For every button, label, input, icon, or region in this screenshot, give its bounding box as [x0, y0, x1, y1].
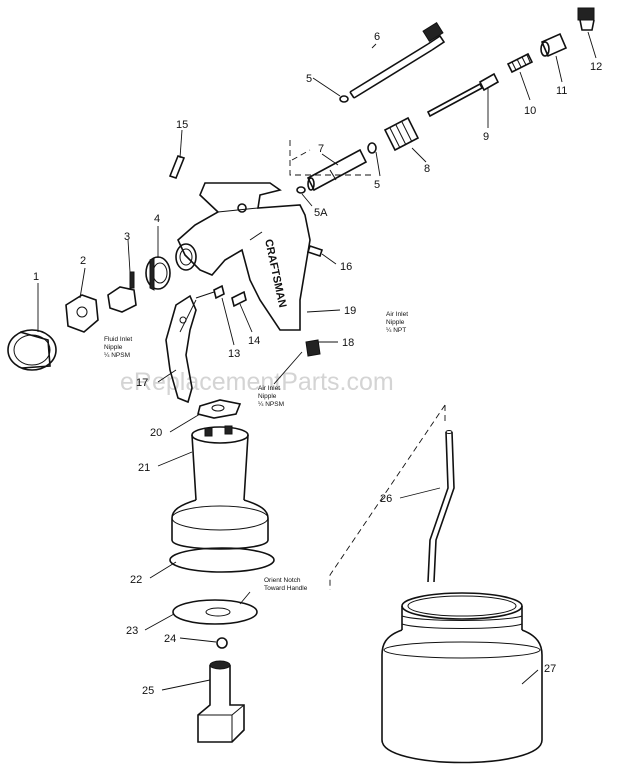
- callout-23: 23: [126, 625, 138, 637]
- callout-17: 17: [136, 377, 148, 389]
- leader-lines: [37, 31, 597, 691]
- callout-20: 20: [150, 427, 162, 439]
- assembly-guide-lines: [289, 140, 446, 590]
- callout-19: 19: [344, 305, 356, 317]
- note-line: Nipple: [258, 393, 277, 400]
- part-11-nut: [540, 32, 568, 58]
- handle-stamp: CRAFTSMAN: [262, 238, 288, 309]
- part-4-ring: [145, 256, 171, 291]
- part-12-knob: [577, 7, 595, 31]
- callout-21: 21: [138, 462, 150, 474]
- note-line: Fluid Inlet: [104, 336, 132, 343]
- part-18-air-nipple: [305, 339, 321, 357]
- part-15-pin: [168, 155, 186, 179]
- callout-8: 8: [424, 163, 430, 175]
- note-line: Toward Handle: [264, 585, 308, 592]
- watermark-text: eReplacementParts.com: [120, 368, 394, 396]
- part-27-jar: [381, 592, 543, 764]
- part-19-gun-body: CRAFTSMAN: [175, 182, 311, 331]
- part-1-air-cap-ring: [7, 329, 57, 371]
- note-line: Air Inlet: [258, 385, 280, 392]
- callout-labels: 1 2 3 4 5 6 7 5 5A 8 9 10 11 12 13 14 15…: [33, 31, 602, 697]
- part-2-air-nozzle: [65, 294, 99, 333]
- callout-9: 9: [483, 131, 489, 143]
- callout-6: 6: [374, 31, 380, 43]
- callout-7: 7: [318, 143, 324, 155]
- callout-15: 15: [176, 119, 188, 131]
- part-3-fluid-tip: [107, 271, 137, 313]
- callout-11: 11: [556, 85, 567, 97]
- part-7-valve-stem: [306, 148, 368, 192]
- part-26-pickup-tube: [427, 430, 455, 583]
- callout-22: 22: [130, 574, 142, 586]
- part-25-check-valve: [197, 660, 245, 743]
- part-20-gasket: [197, 399, 242, 419]
- callout-14: 14: [248, 335, 260, 347]
- callout-25: 25: [142, 685, 154, 697]
- fluid-inlet-note: Fluid Inlet Nipple ¼ NPSM: [104, 336, 132, 359]
- part-23-washer: [172, 599, 258, 625]
- part-8-sleeve: [383, 116, 420, 152]
- callout-27: 27: [544, 663, 556, 675]
- part-24-ball: [216, 637, 228, 649]
- callout-10: 10: [524, 105, 536, 117]
- callout-1: 1: [33, 271, 39, 283]
- callout-26: 26: [380, 493, 392, 505]
- callout-5a: 5A: [314, 207, 328, 219]
- part-13-nut: [195, 284, 225, 300]
- callout-16: 16: [340, 261, 352, 273]
- note-line: Nipple: [104, 344, 123, 351]
- part-10-spring: [506, 52, 534, 74]
- part-21-cup-cover: [171, 425, 269, 550]
- part-14-screw: [231, 290, 247, 308]
- callout-3: 3: [124, 231, 130, 243]
- callout-24: 24: [164, 633, 176, 645]
- callout-5-upper: 5: [306, 73, 312, 85]
- callout-13: 13: [228, 348, 240, 360]
- part-5-oring-upper: [339, 95, 349, 103]
- part-16-screw: [306, 244, 324, 258]
- note-line: ¼ NPSM: [104, 352, 130, 359]
- callout-12: 12: [590, 61, 602, 73]
- note-line: Orient Notch: [264, 577, 301, 584]
- air-inlet-note-bottom: Air Inlet Nipple ¼ NPSM: [258, 351, 303, 408]
- part-6-long-screw: [349, 21, 446, 99]
- note-line: Air Inlet: [386, 311, 408, 318]
- callout-18: 18: [342, 337, 354, 349]
- callout-4: 4: [154, 213, 160, 225]
- part-5-oring-lower: [367, 142, 377, 154]
- part-5a-oring: [296, 186, 306, 194]
- part-9-needle: [426, 72, 500, 118]
- note-line: Nipple: [386, 319, 405, 326]
- note-line: ¼ NPSM: [258, 401, 284, 408]
- callout-5-lower: 5: [374, 179, 380, 191]
- orient-notch-note: Orient Notch Toward Handle: [264, 577, 308, 592]
- part-22-gasket-ring: [169, 547, 275, 573]
- note-line: ¼ NPT: [386, 327, 406, 334]
- air-inlet-note-top: Air Inlet Nipple ¼ NPT: [386, 311, 408, 334]
- callout-2: 2: [80, 255, 86, 267]
